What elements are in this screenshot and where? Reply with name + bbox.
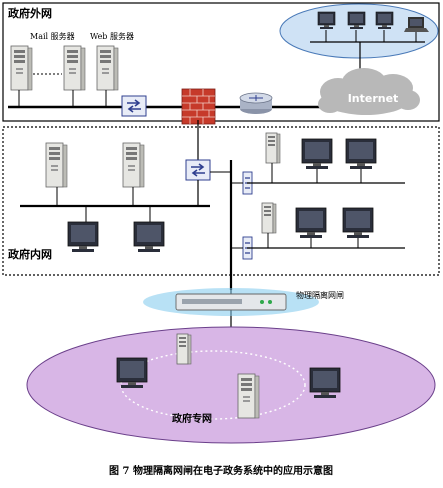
private-server-top bbox=[176, 333, 192, 365]
router-icon bbox=[239, 92, 273, 114]
firewall-icon bbox=[181, 88, 216, 125]
private-ring bbox=[120, 350, 306, 420]
private-network-label: 政府专网 bbox=[172, 412, 212, 425]
private-network-ellipse bbox=[26, 326, 436, 444]
server-2 bbox=[63, 45, 86, 91]
web-server-label: Web 服务器 bbox=[90, 31, 134, 41]
figure-caption: 图 7 物理隔离网闸在电子政务系统中的应用示意图 bbox=[109, 464, 333, 477]
outer-switch bbox=[121, 95, 147, 117]
upper-server bbox=[265, 132, 281, 164]
inner-core-switch bbox=[185, 159, 211, 181]
private-server-center bbox=[237, 373, 260, 419]
upper-workstation-1 bbox=[301, 138, 333, 170]
gateway-label: 物理隔离网闸 bbox=[296, 290, 344, 300]
mail-server bbox=[10, 45, 33, 91]
inner-network-label: 政府内网 bbox=[8, 247, 52, 261]
web-server bbox=[96, 45, 119, 91]
outer-network-label: 政府外网 bbox=[8, 6, 52, 20]
inner-workstation-1 bbox=[67, 221, 99, 253]
upper-workstation-2 bbox=[345, 138, 377, 170]
inner-server-2 bbox=[122, 142, 145, 188]
inner-workstation-2 bbox=[133, 221, 165, 253]
inner-server-1 bbox=[45, 142, 68, 188]
internet-label: Internet bbox=[348, 92, 399, 105]
lower-workstation-1 bbox=[295, 207, 327, 239]
lower-workstation-2 bbox=[342, 207, 374, 239]
inner-network-frame bbox=[2, 126, 440, 276]
mail-server-label: Mail 服务器 bbox=[30, 31, 75, 41]
lower-server bbox=[261, 202, 277, 234]
internet-cloud bbox=[318, 68, 420, 115]
isolation-gateway bbox=[175, 293, 287, 311]
